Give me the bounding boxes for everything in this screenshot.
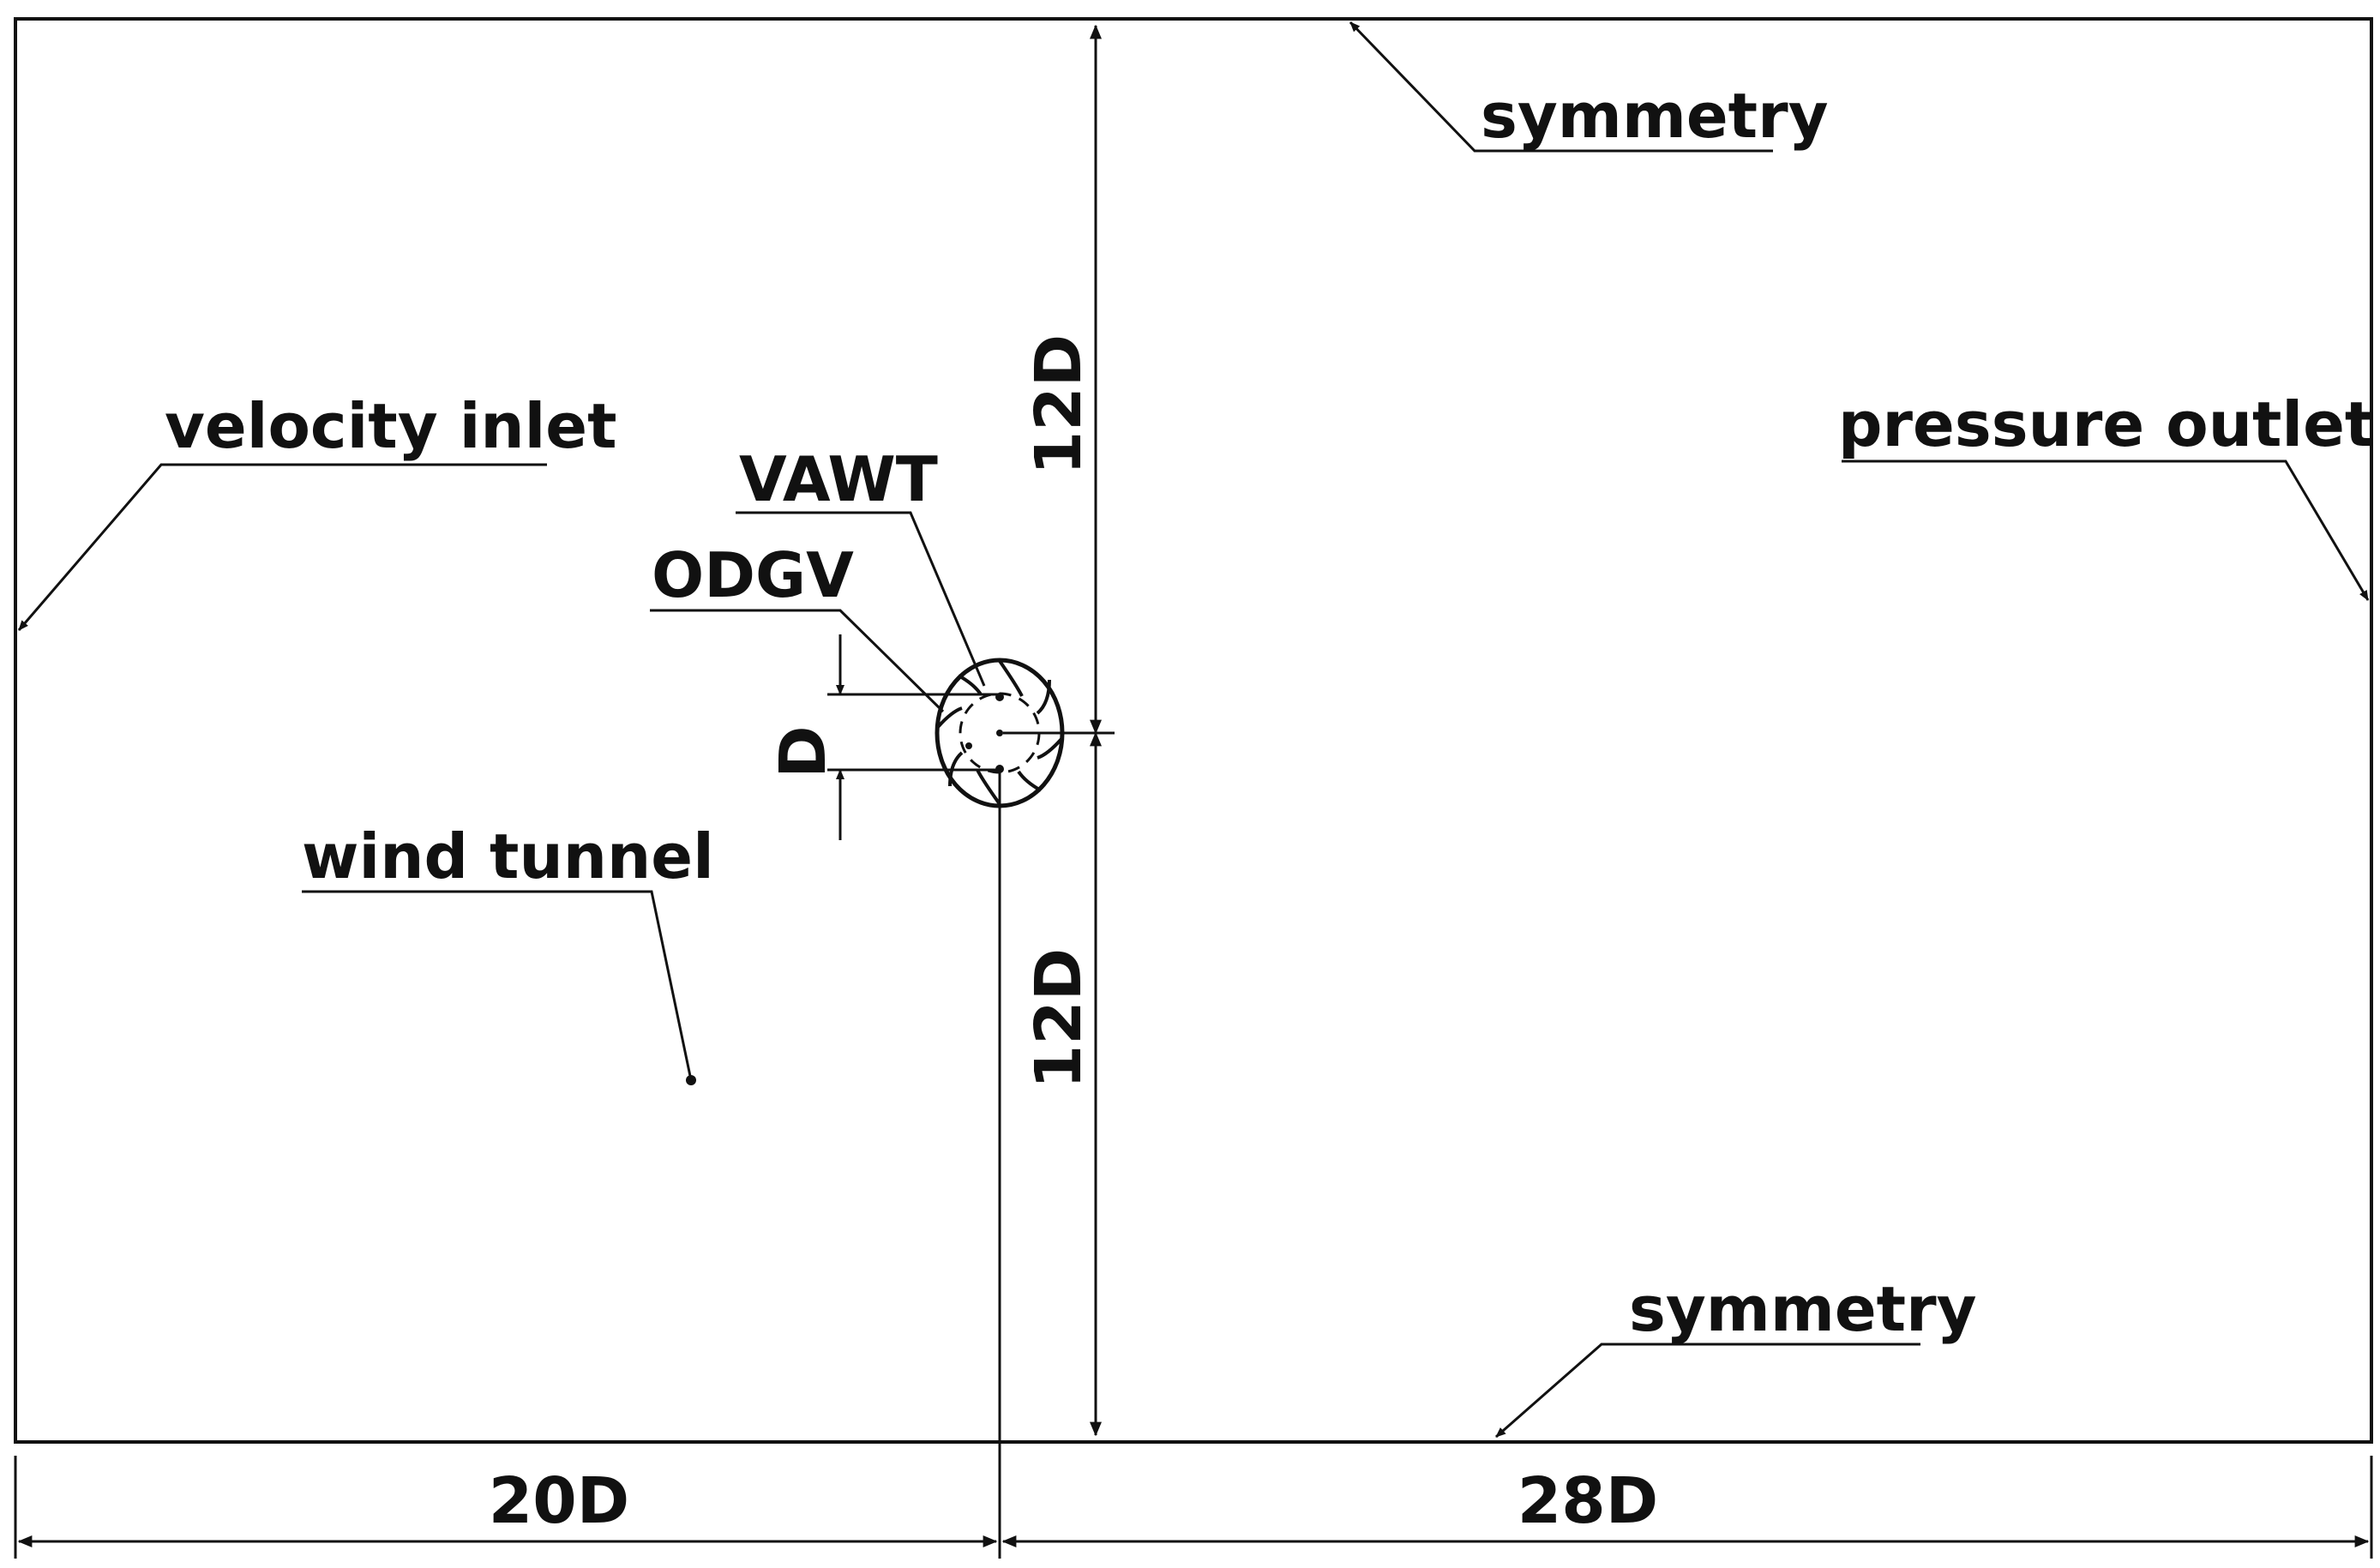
- odgv-leader: [650, 609, 945, 713]
- velocity-inlet-label: velocity inlet: [165, 390, 617, 462]
- vawt-shaft: [996, 730, 1003, 736]
- downstream-length-label: 28D: [1518, 1464, 1658, 1538]
- upstream-length-label: 20D: [489, 1464, 629, 1538]
- vawt-blade-3: [965, 742, 972, 749]
- symmetry-bottom-leader: [1495, 1343, 1920, 1439]
- symmetry-top-leader: [1349, 21, 1773, 153]
- lower-height-label: 12D: [1022, 948, 1096, 1089]
- vawt-leader: [736, 511, 986, 687]
- symmetry-top-label: symmetry: [1481, 80, 1829, 152]
- pressure-outlet-label: pressure outlet: [1838, 388, 2374, 460]
- rotor-diameter-label: D: [766, 725, 840, 778]
- upper-height-label: 12D: [1022, 334, 1096, 475]
- vawt-label: VAWT: [739, 443, 938, 515]
- guide-vanes: [936, 659, 1063, 806]
- wind-tunnel-leader-dot: [686, 1075, 696, 1085]
- velocity-inlet-leader: [17, 463, 547, 631]
- odgv-label: ODGV: [652, 539, 854, 611]
- pressure-outlet-leader: [1842, 460, 2370, 601]
- odgv-outer-ring: [935, 658, 1065, 808]
- wind-tunnel-label: wind tunnel: [302, 820, 714, 892]
- wind-tunnel-leader: [302, 890, 693, 1081]
- symmetry-bottom-label: symmetry: [1629, 1273, 1977, 1345]
- domain-boundary: [14, 17, 2373, 1444]
